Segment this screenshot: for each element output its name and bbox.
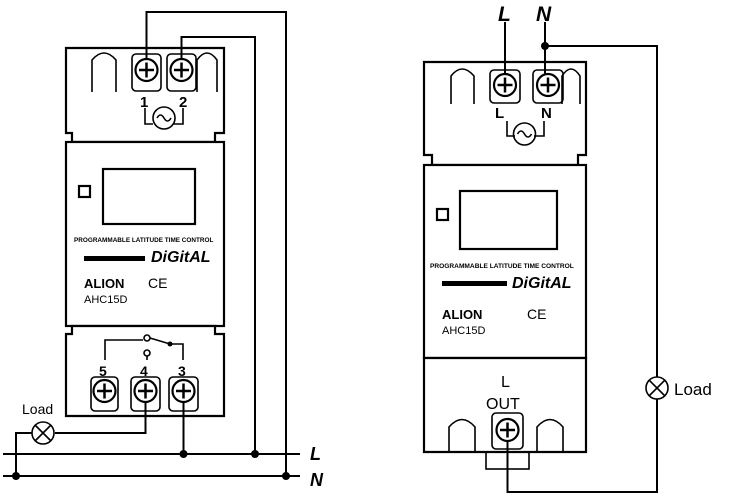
left-terminal-label-1: 1 [140,94,148,111]
right-wiring: Load L N [498,3,712,493]
left-terminal-5 [90,376,119,412]
left-indicator-square [77,184,92,199]
left-top-slot [91,52,117,92]
right-brand: ALION [442,307,482,322]
right-logo-bar [442,281,507,286]
left-top-slot-right [196,52,218,92]
left-junction-4 [12,472,20,480]
right-indicator-square [435,207,450,222]
right-terminal-label-L: L [495,105,504,122]
right-ce-mark: CE [527,306,546,322]
left-relay-contact-symbol [104,334,184,360]
left-load-lamp-icon [31,421,55,445]
left-panel-text: PROGRAMMABLE LATITUDE TIME CONTROL [74,237,213,244]
right-bottom-slot-right [536,418,564,452]
left-timer-device: PROGRAMMABLE LATITUDE TIME CONTROL DiGit… [64,46,226,418]
left-ac-symbol [144,106,184,130]
right-terminal-N [532,69,564,104]
left-ce-mark: CE [148,275,167,291]
left-wire-N [180,36,256,454]
left-logo-bar [84,256,145,261]
right-top-label-N: N [536,3,552,26]
left-terminal-label-4: 4 [140,363,148,379]
right-load-label: Load [674,380,712,399]
right-bottom-housing [422,356,588,454]
left-terminal-label-3: 3 [178,363,186,379]
left-terminal-label-2: 2 [179,94,187,111]
right-panel-text: PROGRAMMABLE LATITUDE TIME CONTROL [430,263,574,270]
right-out-label: OUT [486,396,520,413]
left-wiring: Load L N [3,11,324,490]
left-terminal-label-5: 5 [99,363,107,379]
right-top-slot [450,68,475,104]
left-junction-1 [179,450,188,458]
left-wire-L [145,11,287,476]
left-lcd-display [101,167,197,226]
right-model: AHC15D [442,325,485,337]
right-digital-logo: DiGitAL [512,275,572,292]
right-top-slot-right [561,68,581,104]
right-wire-N-to-load [545,45,658,377]
right-bottom-slot-left [448,418,476,452]
right-wire-load-to-out [506,399,658,493]
left-load-label: Load [22,401,53,417]
right-junction-N [541,42,549,50]
right-lcd-display [458,189,559,251]
left-junction-2 [251,450,259,458]
left-wire-load-return [15,432,32,476]
right-ac-symbol [506,121,545,146]
left-line-label-L: L [310,444,321,464]
right-timer-device: PROGRAMMABLE LATITUDE TIME CONTROL DiGit… [422,60,588,470]
right-terminal-label-N: N [541,105,552,122]
left-model: AHC15D [84,294,127,306]
right-out-label-L: L [501,374,510,391]
left-junction-3 [282,472,290,480]
left-wire-terminal4 [55,402,147,434]
right-top-label-L: L [498,3,511,26]
right-load-lamp-icon [645,376,669,400]
left-digital-logo: DiGitAL [151,249,211,266]
left-brand: ALION [84,276,124,291]
left-line-label-N: N [310,470,324,490]
